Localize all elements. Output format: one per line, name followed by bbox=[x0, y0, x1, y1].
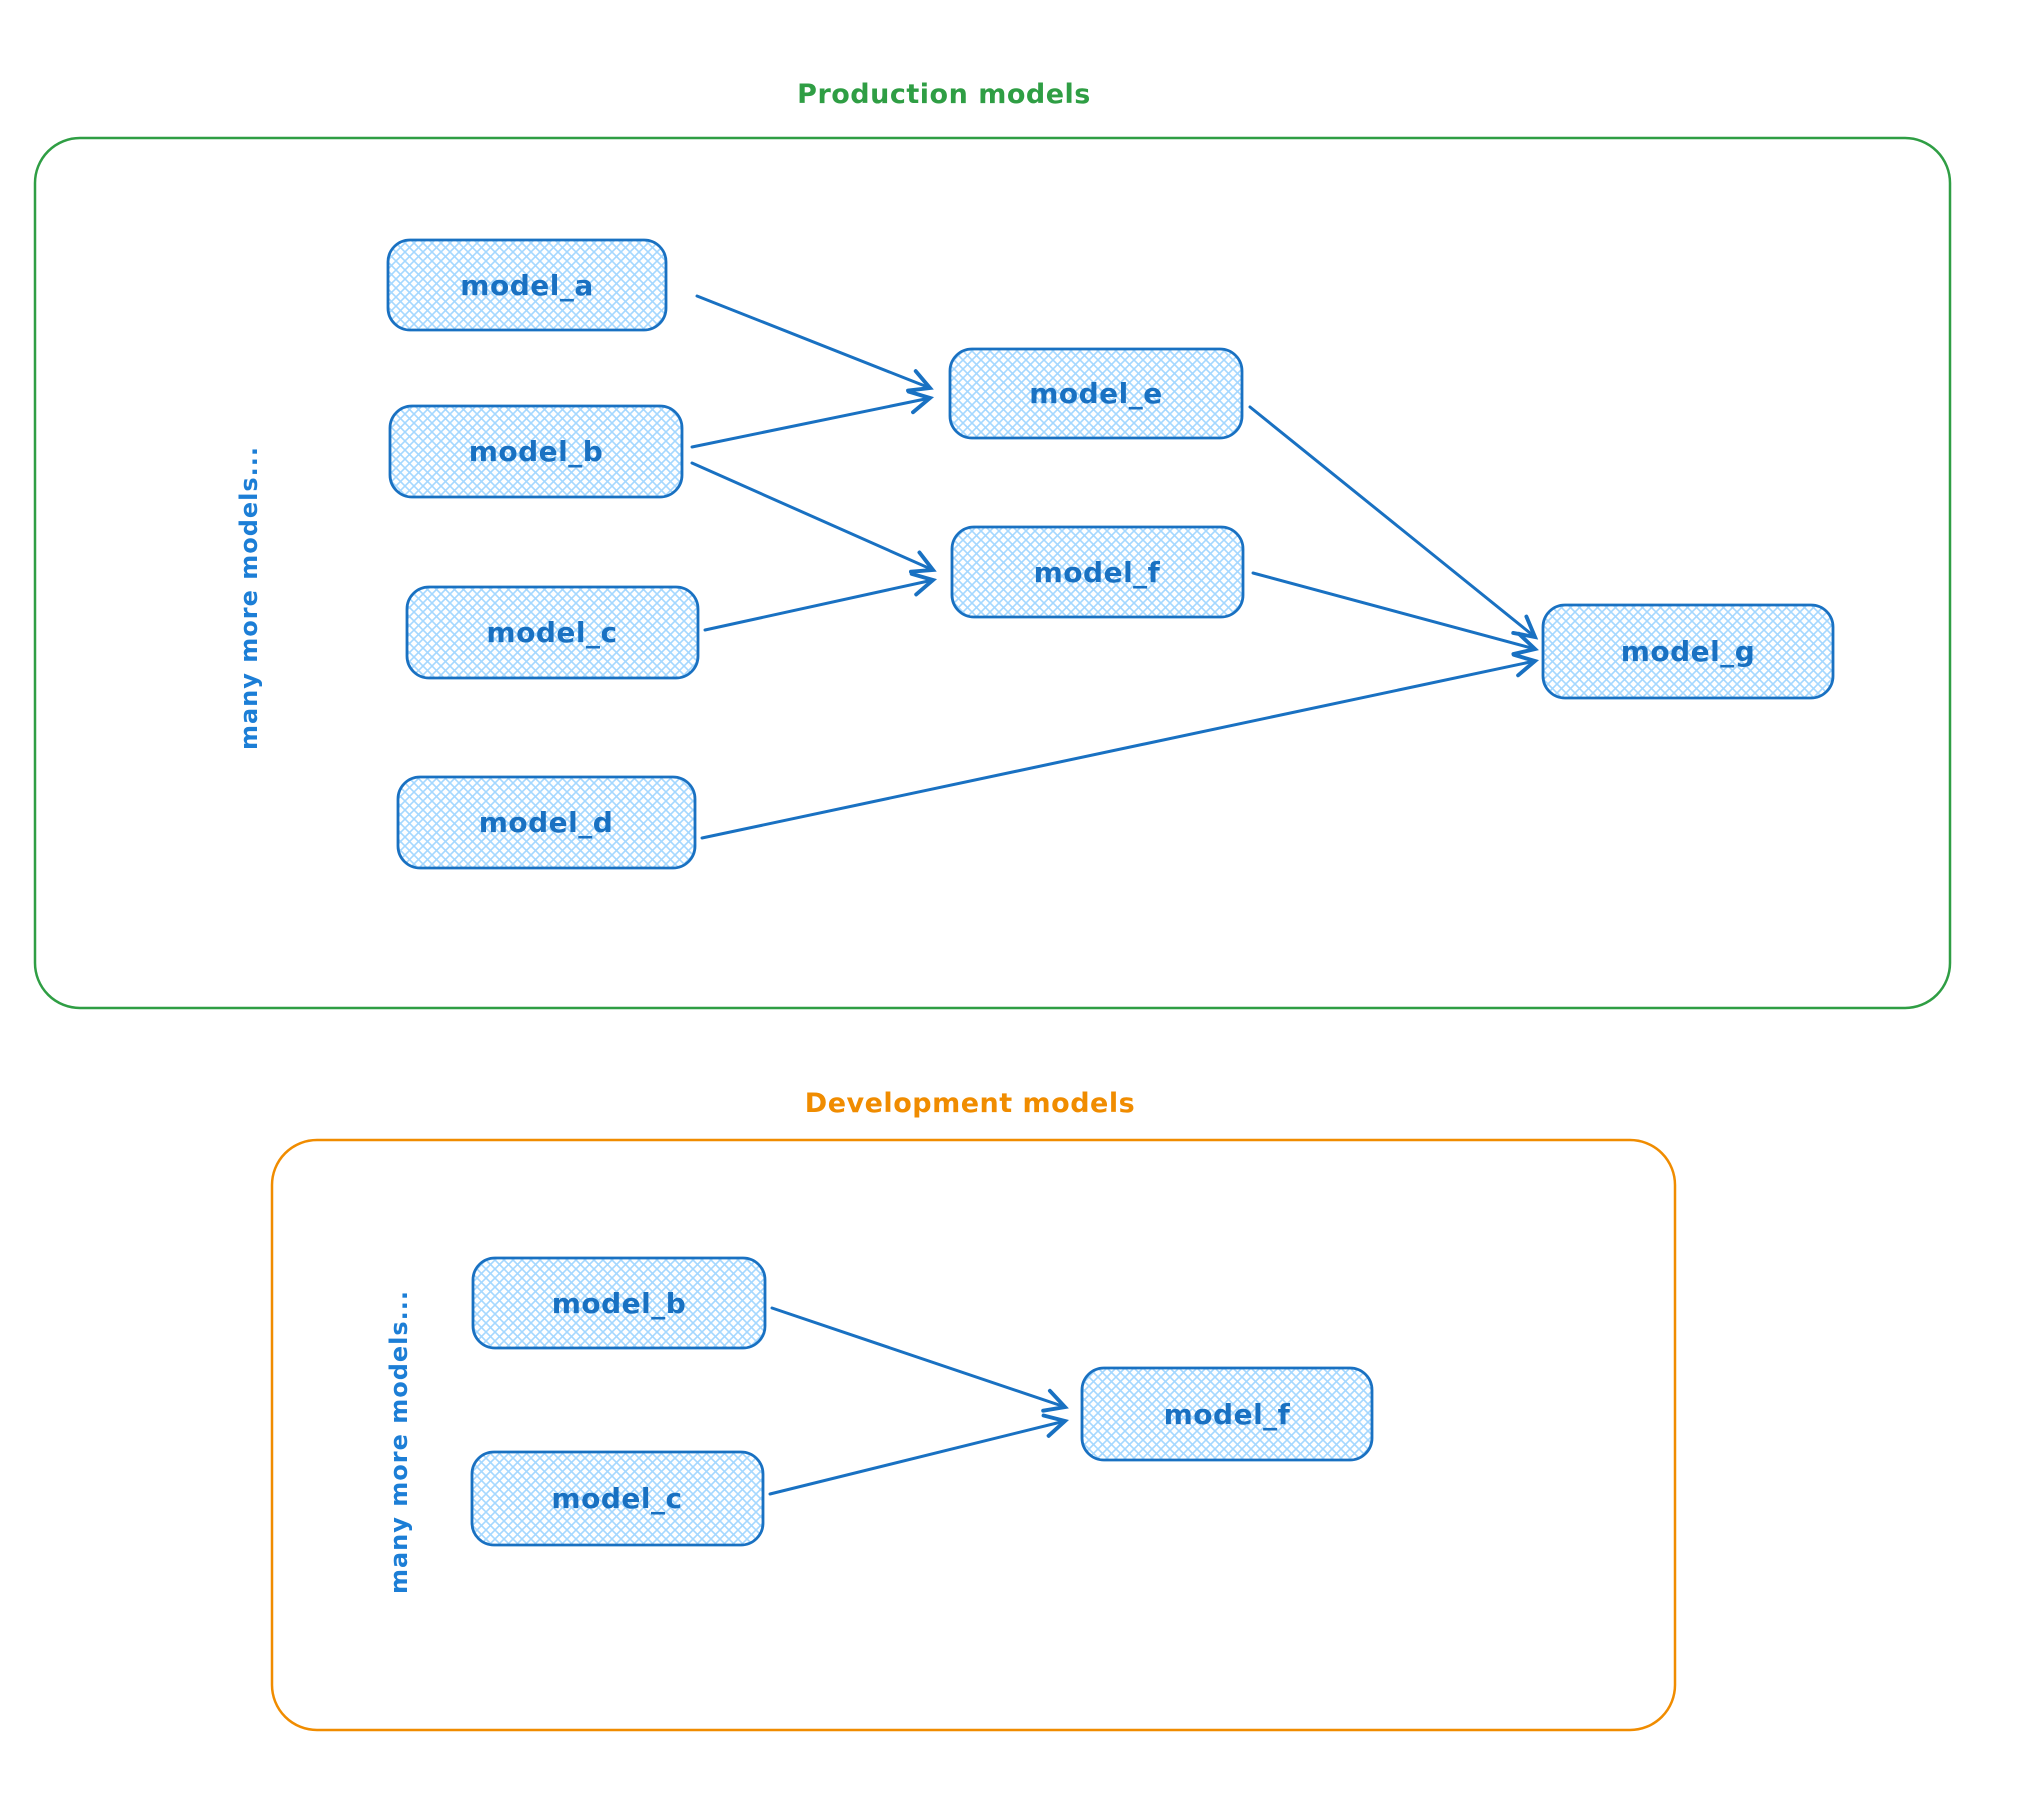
node-dev-model-b[interactable]: model_b bbox=[471, 1256, 767, 1350]
node-model-a[interactable]: model_a bbox=[386, 238, 668, 332]
node-dev-model-c-label: model_c bbox=[551, 1482, 682, 1515]
node-model-c[interactable]: model_c bbox=[405, 585, 700, 680]
node-model-c-label: model_c bbox=[486, 616, 617, 649]
node-model-d[interactable]: model_d bbox=[396, 775, 697, 870]
node-model-e-label: model_e bbox=[1029, 377, 1163, 410]
development-title: Development models bbox=[805, 1088, 1135, 1119]
production-container[interactable] bbox=[33, 136, 1952, 1010]
node-dev-model-f[interactable]: model_f bbox=[1080, 1366, 1374, 1462]
node-dev-model-f-label: model_f bbox=[1164, 1398, 1291, 1431]
production-edges bbox=[690, 294, 1540, 840]
node-model-a-label: model_a bbox=[460, 269, 593, 302]
production-side-label: many more models... bbox=[235, 446, 263, 750]
development-side-label: many more models... bbox=[385, 1290, 413, 1594]
edge-model-f-to-model-g[interactable] bbox=[1251, 571, 1539, 657]
node-model-f-label: model_f bbox=[1034, 556, 1161, 589]
development-container[interactable] bbox=[270, 1138, 1677, 1732]
node-model-g[interactable]: model_g bbox=[1541, 603, 1835, 700]
development-edges bbox=[768, 1306, 1069, 1496]
node-dev-model-c[interactable]: model_c bbox=[470, 1450, 765, 1547]
node-model-g-label: model_g bbox=[1621, 635, 1756, 668]
edge-model-e-to-model-g[interactable] bbox=[1248, 405, 1539, 640]
edge-model-a-to-model-e[interactable] bbox=[695, 294, 934, 393]
node-model-f[interactable]: model_f bbox=[950, 525, 1245, 619]
edge-dev-model-b-to-model-f[interactable] bbox=[770, 1306, 1069, 1413]
edge-model-d-to-model-g[interactable] bbox=[700, 652, 1540, 840]
production-title: Production models bbox=[797, 79, 1091, 110]
edge-model-b-to-model-f[interactable] bbox=[690, 461, 937, 574]
edge-model-c-to-model-f[interactable] bbox=[703, 571, 938, 632]
node-dev-model-b-label: model_b bbox=[552, 1287, 687, 1320]
node-model-e[interactable]: model_e bbox=[948, 347, 1244, 440]
edge-model-b-to-model-e[interactable] bbox=[690, 389, 935, 449]
node-model-b-label: model_b bbox=[469, 435, 604, 468]
edge-dev-model-c-to-model-f[interactable] bbox=[768, 1413, 1069, 1496]
node-model-d-label: model_d bbox=[479, 806, 614, 839]
node-model-b[interactable]: model_b bbox=[388, 404, 684, 499]
